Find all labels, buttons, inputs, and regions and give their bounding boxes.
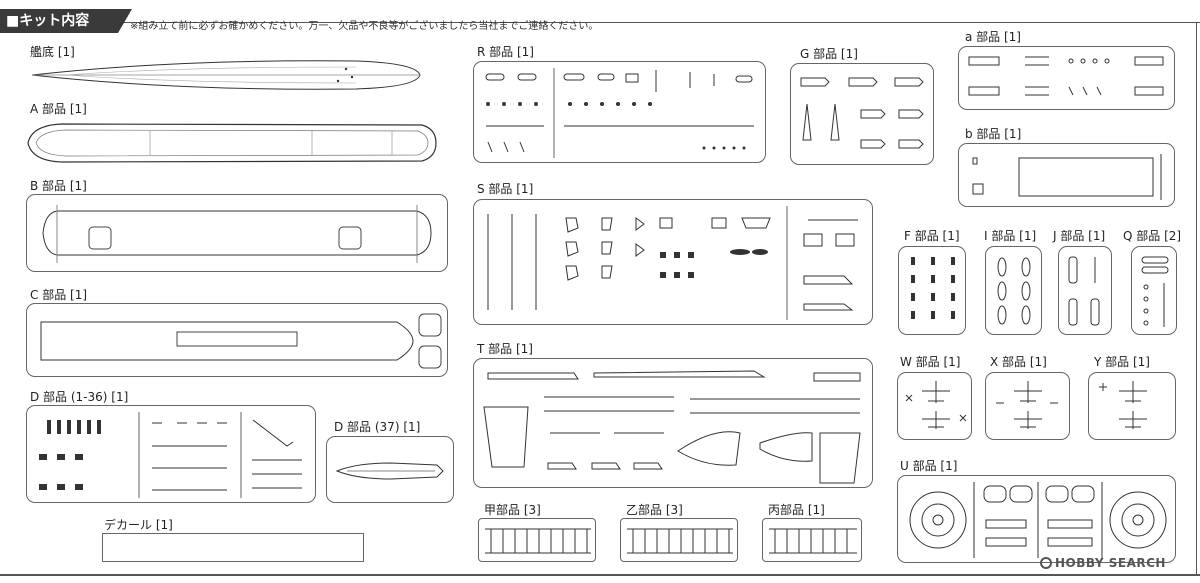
label-part-d: D 部品 (1-36) [1] [30,390,129,404]
label-part-a-small: a 部品 [1] [965,30,1021,44]
label-part-t: T 部品 [1] [477,342,533,356]
label-decal: デカール [1] [104,518,173,532]
label-part-b-small: b 部品 [1] [965,127,1022,141]
decal-sheet [102,533,364,562]
part-y-sprue [1088,372,1176,440]
part-r-sprue [473,61,766,163]
part-a-hull [27,123,437,163]
part-b-sprue [26,194,448,272]
part-b-small-sprue [958,143,1175,207]
part-t-sprue [473,358,873,488]
part-a-small-sprue [958,46,1175,110]
watermark: HOBBY SEARCH [1040,556,1166,570]
part-g-sprue [790,63,934,165]
part-hei-sprue [762,518,862,562]
label-part-a: A 部品 [1] [30,102,87,116]
kit-contents-header: ■キット内容 [0,9,132,33]
hull-bottom-part [31,60,421,90]
label-part-w: W 部品 [1] [900,355,961,369]
label-part-r: R 部品 [1] [477,45,534,59]
label-part-u: U 部品 [1] [900,459,958,473]
part-s-sprue [473,199,873,325]
part-otsu-sprue [620,518,738,562]
part-w-sprue [897,372,972,440]
part-d-sprue [26,405,316,503]
part-i-sprue [985,246,1042,335]
part-ko-sprue [478,518,596,562]
label-part-b: B 部品 [1] [30,179,87,193]
label-part-i: I 部品 [1] [984,229,1037,243]
label-part-otsu: 乙部品 [3] [626,503,683,517]
label-part-q: Q 部品 [2] [1123,229,1182,243]
label-part-g: G 部品 [1] [800,47,858,61]
watermark-text: HOBBY SEARCH [1055,556,1166,570]
label-part-f: F 部品 [1] [904,229,960,243]
kit-contents-title: キット内容 [19,13,90,29]
label-part-ko: 甲部品 [3] [484,503,541,517]
label-part-s: S 部品 [1] [477,182,534,196]
label-hull-bottom: 艦底 [1] [30,45,75,59]
part-c-sprue [26,303,448,377]
label-part-hei: 丙部品 [1] [768,503,825,517]
label-part-d37: D 部品 (37) [1] [334,420,421,434]
kit-check-note: ※組み立て前に必ずお確かめください。万一、欠品や不良等がございましたら当社までご… [130,21,599,32]
part-q-sprue [1131,246,1177,335]
part-x-sprue [985,372,1070,440]
label-part-y: Y 部品 [1] [1094,355,1150,369]
part-j-sprue [1058,246,1112,335]
frame-top-line [0,22,1200,23]
label-part-c: C 部品 [1] [30,288,88,302]
part-d37-sprue [326,436,454,503]
label-part-x: X 部品 [1] [990,355,1047,369]
frame-bottom-line [0,574,1200,576]
part-u-sprue [897,475,1176,563]
part-f-sprue [898,246,966,335]
frame-right-line [1196,22,1197,574]
label-part-j: J 部品 [1] [1053,229,1106,243]
hobby-search-logo-icon [1040,557,1052,569]
